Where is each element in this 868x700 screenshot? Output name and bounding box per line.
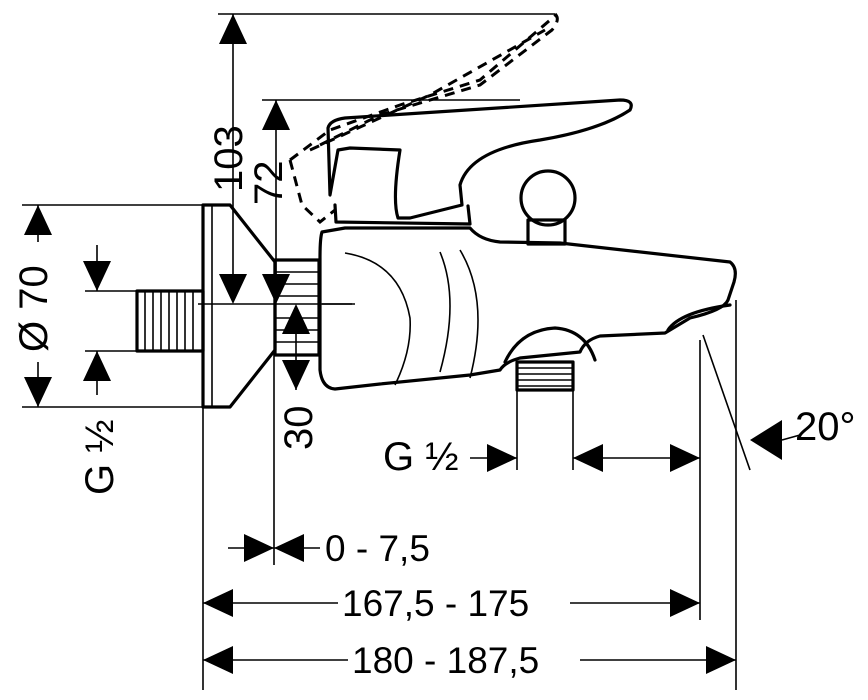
- inlet-thread: [135, 289, 205, 353]
- label-thread-outlet: G ½: [383, 435, 459, 479]
- label-height-total: 103: [207, 125, 251, 192]
- mixer-body: [318, 226, 737, 391]
- label-thread-left: G ½: [78, 419, 122, 495]
- label-height-lever: 72: [247, 161, 291, 206]
- label-length-short: 167,5 - 175: [342, 583, 529, 624]
- diverter-knob: [519, 169, 577, 246]
- label-angle: 20°: [795, 405, 856, 449]
- extension-lines: [22, 13, 751, 690]
- lever-handle: [326, 98, 633, 226]
- label-offset-down: 30: [277, 406, 321, 451]
- lever-raised-outline: [288, 12, 559, 224]
- label-diameter: Ø 70: [12, 265, 56, 352]
- dimension-lines: [24, 14, 801, 674]
- outlet-thread: [515, 360, 575, 392]
- label-length-long: 180 - 187,5: [352, 640, 539, 681]
- label-adjust: 0 - 7,5: [325, 528, 430, 569]
- wall-rosette: [201, 203, 277, 409]
